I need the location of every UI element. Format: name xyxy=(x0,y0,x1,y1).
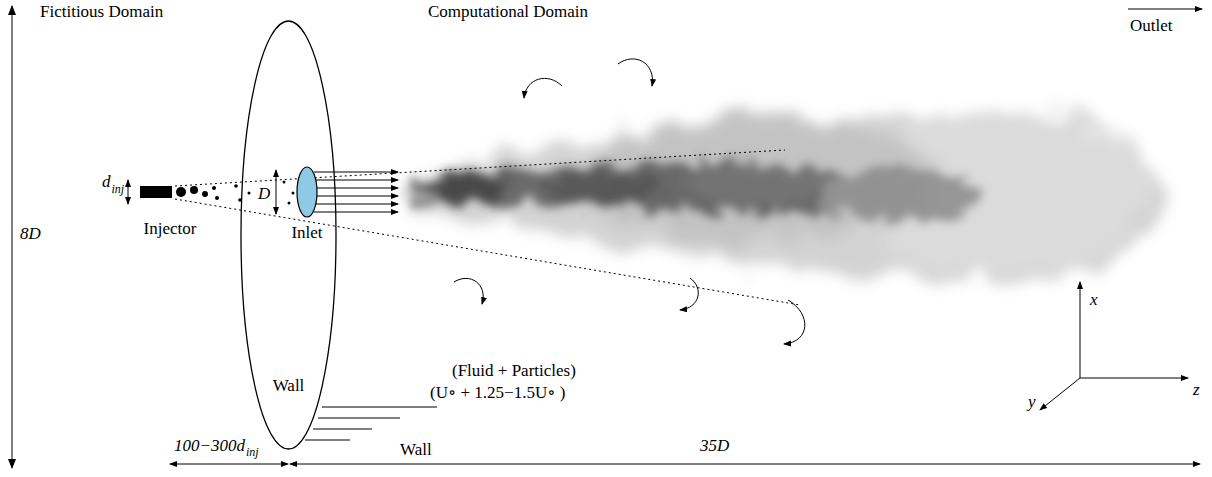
length-dimension xyxy=(170,464,288,465)
wall-lines xyxy=(305,407,437,440)
diameter-arrow xyxy=(276,170,277,214)
injector-diameter-arrow xyxy=(128,180,129,204)
domain-title: Fictitious Domain xyxy=(40,2,163,22)
node-label: Inlet xyxy=(283,223,331,243)
domain-title: Computational Domain xyxy=(428,2,588,22)
height-dimension xyxy=(12,6,13,468)
inlet-flow-arrows xyxy=(314,172,398,212)
wall-label: Wall xyxy=(400,440,432,460)
entrainment-arrows xyxy=(454,59,805,344)
inlet-diameter-label: D xyxy=(258,184,270,204)
length-dimension-label: 100−300d xyxy=(174,436,245,456)
spray-cloud xyxy=(405,105,1165,282)
node-label: Wall xyxy=(240,376,337,396)
axis-label: z xyxy=(1193,380,1200,400)
injector-nozzle: Injector xyxy=(132,186,208,242)
length-dimension-label: 35D xyxy=(700,436,729,456)
droplets xyxy=(176,181,295,205)
outlet-label: Outlet xyxy=(1130,16,1173,36)
subscript: inj xyxy=(112,183,125,197)
cone-line xyxy=(175,199,800,305)
height-dimension-label: 8D xyxy=(20,224,41,244)
node-label: Injector xyxy=(132,219,208,239)
subscript: inj xyxy=(246,446,259,460)
coordinate-axes xyxy=(1040,282,1188,410)
outlet-arrow xyxy=(1128,9,1202,10)
velocity-label: (U∘ + 1.25−1.5U∘ ) xyxy=(430,383,565,403)
inlet-ellipse: Inlet xyxy=(283,165,331,245)
cone-line xyxy=(175,150,785,186)
inlet-disc xyxy=(297,167,317,217)
injector-body xyxy=(140,186,172,198)
domain-wall-ellipse: Wall Inlet xyxy=(240,20,337,450)
axis-label: x xyxy=(1090,290,1098,310)
wall-ellipse xyxy=(241,21,336,449)
injector-diameter-label: d xyxy=(102,172,111,192)
axis-label: y xyxy=(1028,392,1036,412)
length-dimension xyxy=(290,464,1200,465)
flow-content-label: (Fluid + Particles) xyxy=(452,361,576,381)
